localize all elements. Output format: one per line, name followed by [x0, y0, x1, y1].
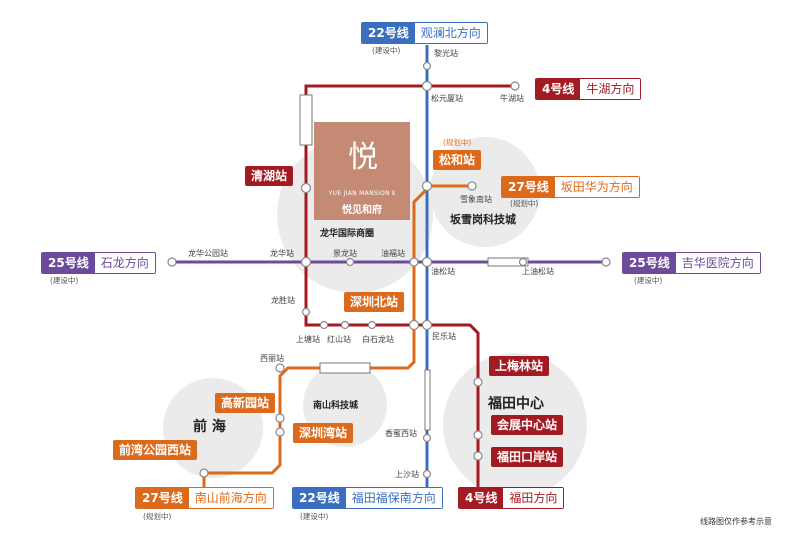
station-hongshan: 红山站 [327, 335, 351, 344]
station-xuexiangnan: 雪象南站 [460, 195, 492, 204]
callout-qianwan-park-west: 前湾公园西站 [113, 440, 198, 460]
station-minle: 民乐站 [432, 332, 456, 341]
callout-qinghu: 清湖站 [245, 166, 294, 186]
callout-futian-kouan: 福田口岸站 [491, 447, 564, 467]
badge-dir: 福田方向 [503, 488, 564, 508]
area-futian-center: 福田中心 [488, 396, 544, 412]
station-yousong: 油松站 [431, 267, 455, 276]
badge-note: (规划中) [143, 512, 172, 521]
badge-num: 27号线 [136, 488, 189, 508]
badge-line4-south: 4号线 福田方向 [458, 487, 565, 509]
callout-huizhan: 会展中心站 [491, 415, 564, 435]
callout-shangmeilin: 上梅林站 [489, 356, 550, 376]
station-niuhu: 牛湖站 [500, 94, 524, 103]
badge-dir: 观澜北方向 [414, 23, 487, 43]
badge-dir: 南山前海方向 [188, 488, 273, 508]
line-27-route [202, 184, 472, 497]
badge-note: (规划中) [510, 199, 539, 208]
badge-line22-north: 22号线 观澜北方向 [361, 22, 488, 44]
callout-shenzhenwan: 深圳湾站 [293, 423, 354, 443]
badge-line25-west: 25号线 石龙方向 [41, 252, 156, 274]
logo-name-cn: 悦见和府 [342, 205, 382, 216]
badge-num: 27号线 [502, 177, 555, 197]
badge-line27-south: 27号线 南山前海方向 [135, 487, 274, 509]
station-shangtang: 上塘站 [296, 335, 320, 344]
station-xiangmi-west: 香蜜西站 [385, 429, 417, 438]
line-4-route [304, 84, 515, 497]
badge-line25-east: 25号线 吉华医院方向 [622, 252, 761, 274]
badge-note: (建设中) [50, 276, 79, 285]
station-songyuansha: 松元厦站 [431, 94, 463, 103]
badge-note: (建设中) [634, 276, 663, 285]
station-shangsha: 上沙站 [395, 470, 419, 479]
badge-num: 4号线 [536, 79, 581, 99]
station-baishilong: 白石龙站 [362, 335, 394, 344]
callout-songhe: 松和站 [433, 150, 482, 170]
area-bantian: 坂雪岗科技城 [450, 213, 516, 226]
rail-hatches [299, 94, 529, 431]
badge-line4-north: 4号线 牛湖方向 [535, 78, 642, 100]
area-longhua-cbd: 龙华国际商圈 [320, 229, 375, 239]
footer-note: 线路图仅作参考示意 [700, 517, 772, 526]
badge-dir: 福田福保南方向 [345, 488, 442, 508]
station-youfu: 油福站 [381, 249, 405, 258]
station-dots [167, 61, 611, 479]
badge-dir: 牛湖方向 [580, 79, 641, 99]
project-logo: 悦 YUE JIAN MANSION Ⅱ 悦见和府 [314, 122, 410, 220]
badge-num: 25号线 [42, 253, 95, 273]
badge-line27-east: 27号线 坂田华为方向 [501, 176, 640, 198]
station-longsheng: 龙胜站 [271, 296, 295, 305]
callout-gaoxinyuan: 高新园站 [215, 393, 276, 413]
badge-dir: 坂田华为方向 [554, 177, 639, 197]
station-shangyousong: 上油松站 [522, 267, 554, 276]
callout-songhe-note: (规划中) [443, 138, 472, 147]
station-longhua-park: 龙华公园站 [188, 249, 228, 258]
callout-shenzhenbei: 深圳北站 [344, 292, 405, 312]
station-liguang: 黎光站 [434, 49, 458, 58]
station-jinglong: 景龙站 [333, 249, 357, 258]
area-nanshan: 南山科技城 [313, 401, 359, 411]
badge-dir: 石龙方向 [94, 253, 155, 273]
logo-glyph-icon: 悦 [348, 140, 378, 175]
badge-num: 22号线 [293, 488, 346, 508]
badge-note: (建设中) [300, 512, 329, 521]
station-longhua: 龙华站 [270, 249, 294, 258]
badge-dir: 吉华医院方向 [675, 253, 760, 273]
area-qianhai: 前 海 [193, 419, 226, 435]
badge-note: (建设中) [372, 46, 401, 55]
logo-name-en: YUE JIAN MANSION Ⅱ [328, 190, 396, 197]
badge-num: 4号线 [459, 488, 504, 508]
station-xili: 西丽站 [260, 354, 284, 363]
badge-line22-south: 22号线 福田福保南方向 [292, 487, 443, 509]
badge-num: 22号线 [362, 23, 415, 43]
badge-num: 25号线 [623, 253, 676, 273]
